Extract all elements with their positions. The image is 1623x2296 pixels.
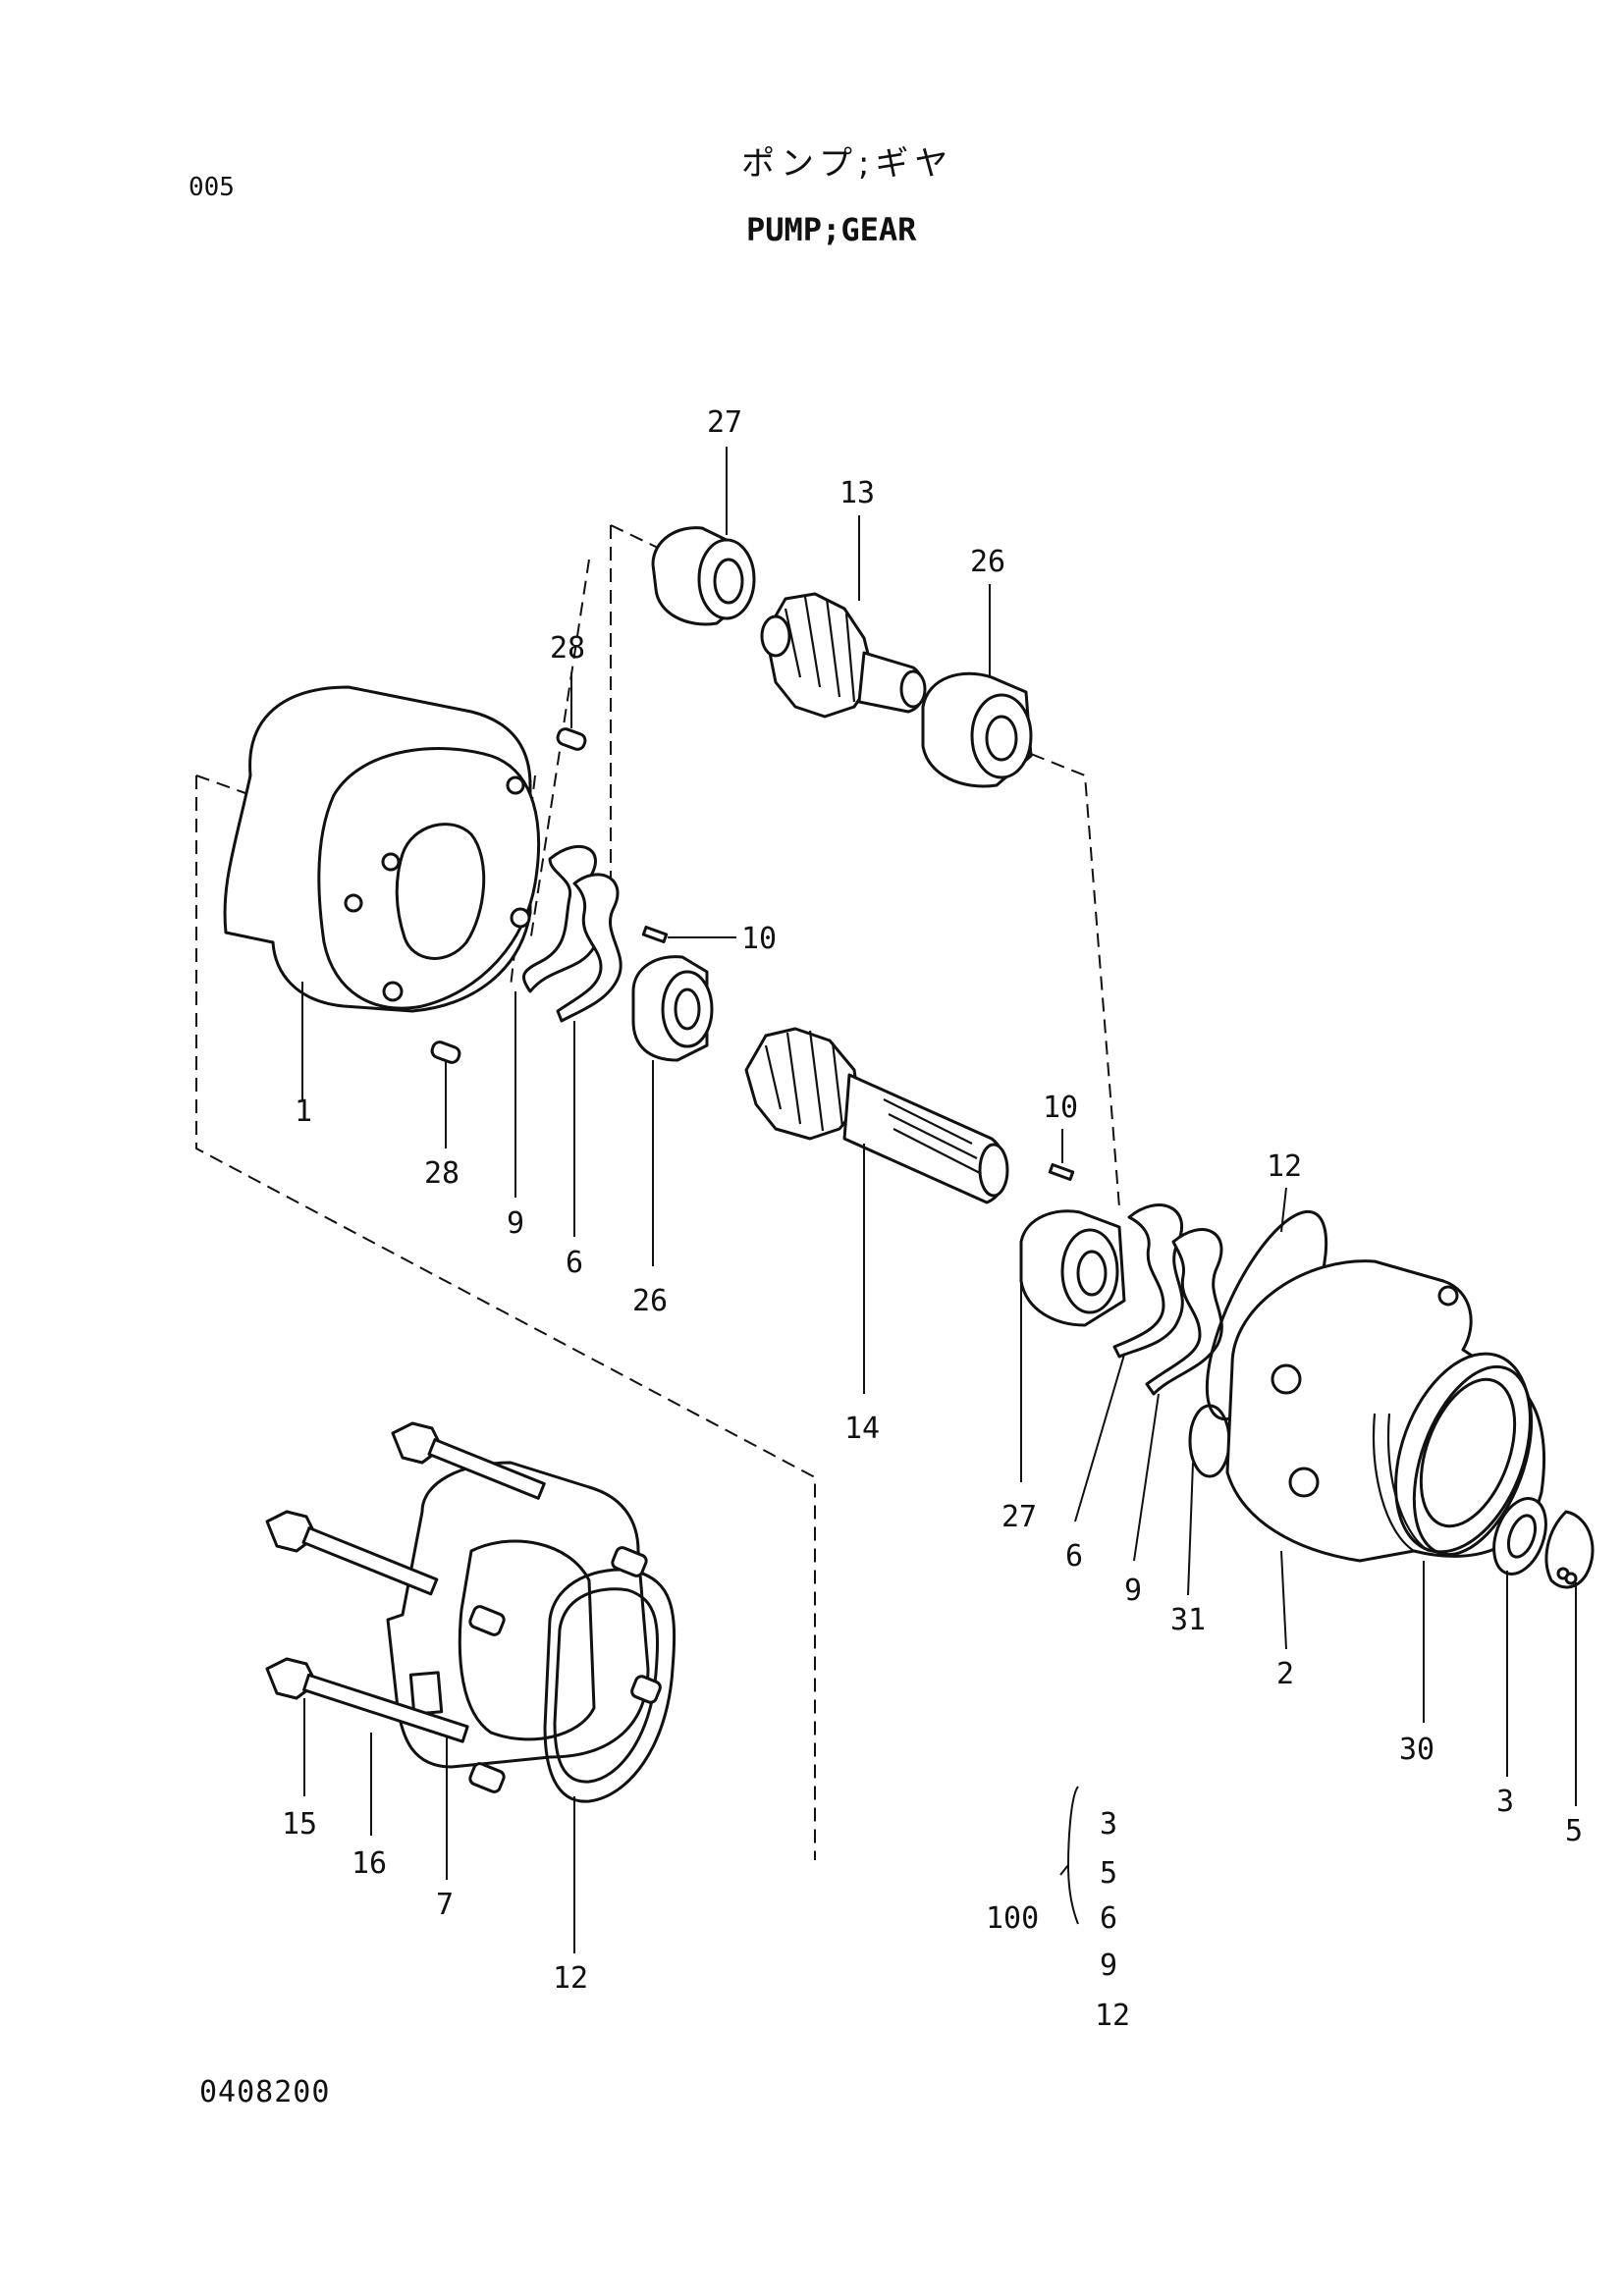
backup-ring-6-right (1112, 1203, 1184, 1359)
callout-26-left: 26 (632, 1284, 668, 1318)
callout-5: 5 (1565, 1814, 1583, 1848)
housing-part-1 (223, 685, 541, 1013)
kit-item: 12 (1095, 1999, 1130, 2033)
callout-12-left: 12 (553, 1961, 588, 1996)
oil-seal-3 (1492, 1497, 1547, 1575)
callout-labels: 27 13 26 28 10 1 28 9 6 26 10 12 14 27 6… (282, 405, 1583, 1996)
callout-27-lower: 27 (1001, 1500, 1037, 1534)
kit-item: 9 (1100, 1949, 1117, 1983)
bushing-27-top (651, 526, 756, 626)
bushing-26-left (631, 955, 714, 1062)
drawing-number: 0408200 (199, 2075, 331, 2109)
dowel-pin-28-upper (556, 727, 587, 751)
kit-item: 3 (1100, 1807, 1117, 1842)
callout-30: 30 (1399, 1733, 1434, 1767)
stud-ends (468, 1546, 662, 1793)
gear-13 (760, 592, 927, 719)
seal-9-right (1145, 1228, 1223, 1396)
key-10-lower (1048, 1162, 1075, 1182)
o-ring-12-left (543, 1568, 676, 1803)
callout-28-upper: 28 (550, 631, 585, 666)
callout-7: 7 (436, 1888, 454, 1922)
snap-ring-5 (1544, 1510, 1595, 1589)
callout-14: 14 (844, 1412, 880, 1446)
page-number: 005 (189, 173, 235, 202)
callout-1: 1 (295, 1095, 312, 1129)
callout-10-upper: 10 (741, 922, 777, 956)
callout-6-right: 6 (1065, 1539, 1083, 1574)
kit-item: 5 (1100, 1856, 1117, 1891)
title-english: PUMP;GEAR (746, 211, 917, 248)
callout-3: 3 (1496, 1785, 1514, 1819)
backup-ring-6-left (556, 873, 622, 1023)
callout-28-lower: 28 (424, 1156, 460, 1191)
bushing-27-lower (1019, 1209, 1126, 1327)
key-10-upper (641, 925, 669, 944)
callout-15: 15 (282, 1807, 317, 1842)
bolt-15-lower (265, 1657, 469, 1743)
bolt-15-upper (391, 1421, 546, 1500)
shaft-gear-14 (744, 1027, 1009, 1204)
callout-12-right: 12 (1267, 1149, 1302, 1184)
leader-lines (301, 447, 1577, 1953)
rear-housing-2 (1225, 1259, 1546, 1563)
title-japanese: ポンプ;ギヤ (741, 144, 954, 184)
callout-6-left: 6 (566, 1246, 583, 1280)
callout-26-top: 26 (970, 545, 1005, 579)
callout-10-lower: 10 (1043, 1091, 1078, 1125)
callout-13: 13 (839, 476, 875, 510)
dowel-pin-28-lower (430, 1041, 461, 1064)
callout-27-top: 27 (707, 405, 742, 440)
bolt-15-middle (265, 1510, 439, 1596)
kit-100-list: 100 3 5 6 9 12 (986, 1807, 1130, 2033)
callout-9-left: 9 (507, 1206, 524, 1241)
kit-label: 100 (986, 1901, 1039, 1936)
callout-31: 31 (1170, 1603, 1206, 1637)
kit-item: 6 (1100, 1901, 1117, 1936)
callout-2: 2 (1276, 1657, 1294, 1691)
callout-16: 16 (352, 1846, 387, 1881)
o-ring-31 (1188, 1404, 1231, 1478)
bushing-26-right (921, 671, 1033, 788)
o-ring-30 (1412, 1364, 1534, 1557)
callout-9-right: 9 (1124, 1574, 1142, 1608)
